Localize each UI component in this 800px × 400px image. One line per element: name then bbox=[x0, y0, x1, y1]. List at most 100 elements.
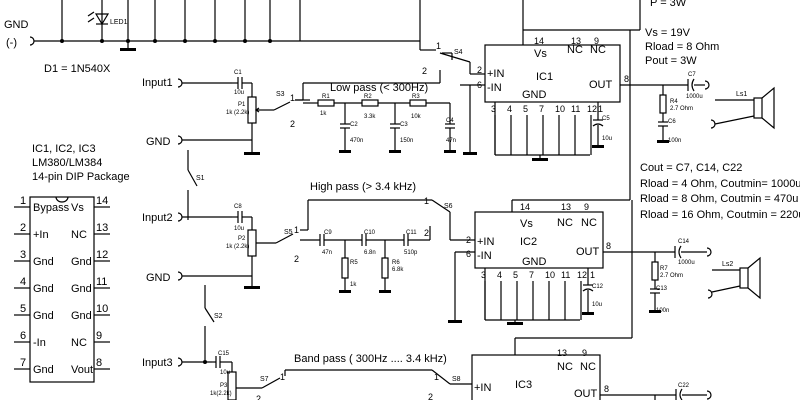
svg-text:NC: NC bbox=[590, 44, 606, 56]
ic-family-line1: IC1, IC2, IC3 bbox=[32, 143, 96, 155]
svg-text:510p: 510p bbox=[404, 250, 418, 256]
svg-text:6.8k: 6.8k bbox=[392, 267, 404, 273]
pin-number-left: 2 bbox=[20, 222, 26, 234]
svg-text:1k(2.2k): 1k(2.2k) bbox=[210, 391, 232, 397]
svg-text:R4: R4 bbox=[670, 99, 678, 105]
pin-name-left: +In bbox=[33, 229, 49, 241]
svg-text:C22: C22 bbox=[678, 383, 690, 389]
svg-text:S1: S1 bbox=[196, 175, 205, 182]
ic1-name: IC1 bbox=[536, 71, 553, 83]
input1-terminal-icon bbox=[177, 78, 183, 88]
svg-text:1: 1 bbox=[590, 270, 595, 280]
ic-bottom-pin-number: 5 bbox=[513, 270, 518, 280]
svg-text:S8: S8 bbox=[452, 376, 461, 383]
svg-text:9: 9 bbox=[594, 36, 599, 46]
s1-switch: S1 bbox=[187, 150, 205, 220]
svg-text:OUT: OUT bbox=[589, 79, 613, 91]
pin-name-left: Gnd bbox=[33, 364, 54, 376]
ic-bottom-pin-number: 7 bbox=[529, 270, 534, 280]
ic-bottom-pin-number: 7 bbox=[539, 104, 544, 114]
input3-terminal-icon bbox=[177, 357, 183, 367]
dip-notch-icon bbox=[55, 196, 69, 203]
input2-gnd-terminal-icon bbox=[177, 271, 183, 281]
svg-text:2: 2 bbox=[294, 254, 299, 264]
svg-text:1k: 1k bbox=[320, 111, 327, 117]
pin-number-left: 6 bbox=[20, 330, 26, 342]
svg-text:C5: C5 bbox=[602, 116, 610, 122]
ground-symbol-icon bbox=[120, 48, 136, 51]
svg-text:-IN: -IN bbox=[487, 82, 502, 94]
svg-text:S5: S5 bbox=[284, 229, 293, 236]
ic-family-line2: LM380/LM384 bbox=[32, 157, 102, 169]
svg-text:R2: R2 bbox=[364, 94, 372, 100]
svg-text:8: 8 bbox=[624, 74, 629, 84]
low-pass-title: Low pass (< 300Hz) bbox=[330, 82, 428, 94]
svg-text:2: 2 bbox=[256, 394, 261, 400]
svg-text:100n: 100n bbox=[656, 308, 669, 314]
svg-text:C6: C6 bbox=[668, 119, 676, 125]
rload-spec: Rload = 8 Ohm bbox=[645, 41, 719, 53]
dip-package-outline bbox=[29, 196, 95, 383]
channel-low-pass: Input1 GND C1 10u P1 1k (2.2k) S3 1 2 bbox=[142, 0, 775, 161]
svg-text:10u: 10u bbox=[592, 302, 602, 308]
high-pass-title: High pass (> 3.4 kHz) bbox=[310, 181, 416, 193]
svg-text:C13: C13 bbox=[656, 286, 668, 292]
pin-number-left: 3 bbox=[20, 249, 26, 261]
svg-text:C4: C4 bbox=[446, 118, 454, 124]
speaker-ls1-icon bbox=[753, 97, 763, 119]
ic-bottom-pin-number: 10 bbox=[555, 104, 565, 114]
svg-text:2: 2 bbox=[466, 235, 471, 245]
ic-bottom-pin-number: 11 bbox=[571, 104, 580, 114]
svg-text:Ls1: Ls1 bbox=[736, 91, 747, 98]
ic-bottom-pin-number: 4 bbox=[497, 270, 502, 280]
pin-name-right: NC bbox=[71, 337, 87, 349]
svg-text:R7: R7 bbox=[660, 266, 668, 272]
svg-text:+IN: +IN bbox=[487, 68, 504, 80]
svg-text:1: 1 bbox=[290, 93, 295, 103]
pin-name-right: Gnd bbox=[71, 256, 92, 268]
power-section: GND (-) LED1 D1 = 1N540X bbox=[4, 0, 687, 75]
svg-text:C7: C7 bbox=[688, 72, 696, 78]
pin-name-left: Bypass bbox=[33, 202, 70, 214]
svg-text:C10: C10 bbox=[364, 230, 376, 236]
s2-switch: S2 bbox=[204, 285, 223, 360]
svg-text:2: 2 bbox=[290, 119, 295, 129]
svg-text:13: 13 bbox=[561, 202, 571, 212]
channel-high-pass: Input2 GND C8 10u P2 1k (2.2k) S5 1 2 Hi… bbox=[142, 30, 761, 325]
input2-terminal-icon bbox=[177, 212, 183, 222]
svg-text:8: 8 bbox=[604, 384, 609, 394]
svg-text:2.7 Ohm: 2.7 Ohm bbox=[670, 106, 693, 112]
pin-number-right: 11 bbox=[96, 276, 107, 288]
ic-bottom-pin-number: 11 bbox=[561, 270, 570, 280]
pin-name-right: Gnd bbox=[71, 283, 92, 295]
svg-text:470n: 470n bbox=[350, 138, 363, 144]
led1-label: LED1 bbox=[110, 19, 128, 26]
svg-text:1k: 1k bbox=[350, 282, 357, 288]
pin-name-right: Vout bbox=[71, 364, 93, 376]
svg-text:3.3k: 3.3k bbox=[364, 114, 376, 120]
pin-name-left: -In bbox=[33, 337, 46, 349]
svg-text:2.7 Ohm: 2.7 Ohm bbox=[660, 273, 683, 279]
ic-bottom-pin-number: 5 bbox=[523, 104, 528, 114]
svg-text:+IN: +IN bbox=[474, 382, 491, 394]
svg-text:-IN: -IN bbox=[477, 250, 492, 262]
svg-text:1: 1 bbox=[434, 372, 439, 382]
svg-text:S7: S7 bbox=[260, 376, 269, 383]
speaker-ls2-icon bbox=[739, 267, 749, 289]
svg-text:R6: R6 bbox=[392, 260, 400, 266]
svg-text:C9: C9 bbox=[324, 230, 332, 236]
input1-gnd-terminal-icon bbox=[177, 135, 183, 145]
vs-spec: Vs = 19V bbox=[645, 27, 691, 39]
ic-bottom-pin-number: 12 bbox=[577, 270, 587, 280]
pin-number-right: 9 bbox=[96, 330, 102, 342]
svg-text:NC: NC bbox=[581, 217, 597, 229]
pin-name-left: Gnd bbox=[33, 256, 54, 268]
svg-text:C3: C3 bbox=[400, 122, 408, 128]
svg-text:1: 1 bbox=[294, 225, 299, 235]
svg-text:OUT: OUT bbox=[576, 246, 600, 258]
svg-text:S4: S4 bbox=[454, 49, 463, 56]
ic-family-note: IC1, IC2, IC3 LM380/LM384 14-pin DIP Pac… bbox=[32, 143, 130, 183]
ic3-name: IC3 bbox=[515, 379, 532, 391]
